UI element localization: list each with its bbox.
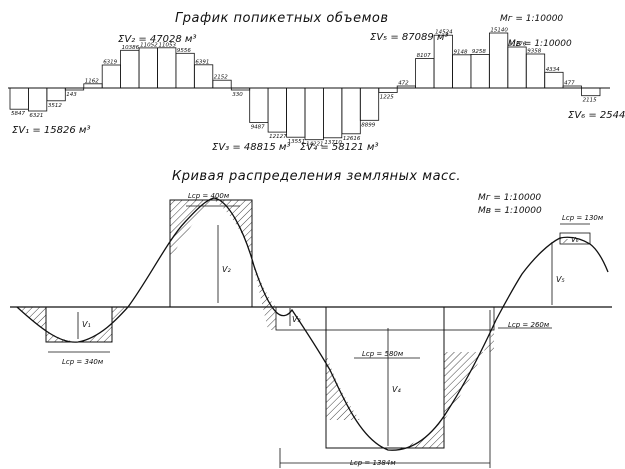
- volume-bar: [359, 87, 380, 121]
- volume-bar-label: 12616: [343, 136, 361, 142]
- volume-bar: [378, 87, 398, 93]
- sum-v1: ΣV₁ = 15826 м³: [12, 125, 90, 136]
- volume-bar-label: 330: [232, 92, 243, 98]
- volume-bar: [46, 87, 66, 102]
- volume-bar: [120, 49, 140, 89]
- bottom-title: Кривая распределения земляных масс.: [172, 169, 461, 184]
- label-lcp-130: Lср = 130м: [562, 214, 604, 222]
- sum-v5: ΣV₅ = 87089 м³: [370, 32, 448, 43]
- volume-bar-label: 9258: [472, 49, 486, 55]
- mass-haul-curve: [16, 197, 609, 451]
- volume-bar-label: 2115: [583, 98, 597, 104]
- dimension-lines: [48, 205, 590, 468]
- volume-bar: [322, 87, 343, 139]
- volume-bar-label: 6321: [29, 113, 43, 119]
- volume-bar-label: 14524: [435, 30, 453, 36]
- volume-bar: [9, 87, 29, 110]
- volume-bar: [507, 46, 527, 89]
- volume-bar-label: 11276: [509, 42, 527, 48]
- volume-bar-label: 6391: [195, 59, 209, 65]
- volume-bar-label: 3512: [48, 103, 62, 109]
- top-title: График попикетных объемов: [175, 11, 389, 26]
- volume-bar: [452, 54, 472, 89]
- label-v5: V₅: [556, 275, 565, 284]
- hatched-areas: [17, 200, 575, 449]
- volume-bar-label: 8899: [361, 122, 375, 128]
- volume-bar: [488, 32, 509, 89]
- sum-v3: ΣV₃ = 48815 м³: [212, 142, 290, 153]
- label-v3: V₃: [292, 315, 301, 324]
- label-v6: V₆: [571, 236, 579, 244]
- volume-bar: [433, 34, 453, 89]
- volume-bar-label: 11052: [140, 42, 158, 48]
- volume-bar: [83, 83, 103, 89]
- volume-bar: [27, 87, 48, 112]
- sum-v4: ΣV₄ = 58121 м³: [300, 142, 378, 153]
- rect-v2: [169, 199, 253, 308]
- volume-bar: [193, 64, 214, 89]
- volume-bar-label: 9358: [527, 49, 541, 55]
- label-lcp-1384: Lср = 1384м: [350, 459, 396, 467]
- volume-bar: [304, 87, 324, 141]
- label-v4: V₄: [392, 385, 401, 394]
- label-lcp-340: Lср = 340м: [62, 358, 104, 366]
- volume-bar-label: 2152: [214, 75, 228, 81]
- sum-v6: ΣV₆ = 2544 м³: [568, 110, 625, 121]
- volume-bar: [581, 87, 601, 97]
- label-lcp-580: Lср = 580м: [362, 350, 404, 358]
- label-v1: V₁: [82, 320, 91, 329]
- volume-bar-label: 13710: [324, 140, 342, 146]
- volume-bar: [212, 79, 232, 89]
- volume-bar-label: 1162: [85, 78, 99, 84]
- label-v2: V₂: [222, 265, 231, 274]
- top-scale-vertical: Мв = 1:10000: [508, 39, 572, 49]
- volume-bar: [138, 47, 158, 89]
- volume-bar-label: 477: [564, 81, 575, 87]
- volume-bar: [267, 87, 287, 133]
- volume-bar-label: 8107: [417, 53, 431, 59]
- volume-bar-label: 6319: [103, 60, 117, 66]
- top-scale-horizontal: Мг = 1:10000: [500, 14, 563, 24]
- volume-bar-label: 9148: [454, 49, 468, 55]
- volume-bar-label: 9556: [177, 48, 191, 54]
- rect-v4: [325, 306, 445, 449]
- volume-bar: [544, 71, 564, 89]
- sum-v2: ΣV₂ = 47028 м³: [118, 34, 196, 45]
- bottom-scale-horizontal: Мг = 1:10000: [478, 193, 541, 203]
- volume-bar: [286, 87, 306, 138]
- volume-bar: [157, 47, 177, 89]
- bottom-scale-vertical: Мв = 1:10000: [478, 206, 542, 216]
- label-lcp-260: Lср = 260м: [508, 321, 550, 329]
- volume-bar-label: 9487: [251, 125, 265, 131]
- volume-bar-label: 14221: [306, 142, 324, 148]
- volume-bar-label: 472: [398, 81, 409, 87]
- volume-bar-label: 15140: [490, 28, 508, 34]
- volume-bar: [415, 58, 435, 89]
- volume-bar-label: 143: [66, 92, 77, 98]
- volume-bar-label: 13551: [288, 139, 306, 145]
- volume-bar-label: 12127: [269, 134, 287, 140]
- volume-bar: [175, 52, 195, 89]
- volume-bar: [101, 64, 121, 89]
- rect-v3-band: [275, 306, 495, 331]
- volume-bar-label: 11053: [159, 42, 177, 48]
- volume-bar: [341, 87, 361, 135]
- volume-bar-label: 1225: [380, 95, 394, 101]
- volume-bar: [470, 54, 490, 89]
- volume-bar: [249, 87, 269, 123]
- volume-bar-label: 10386: [122, 45, 140, 51]
- volume-bar-label: 4334: [546, 67, 560, 73]
- label-lcp-400: Lср = 400м: [188, 192, 230, 200]
- volume-bar: [525, 53, 546, 89]
- volume-bar-label: 5847: [11, 111, 25, 117]
